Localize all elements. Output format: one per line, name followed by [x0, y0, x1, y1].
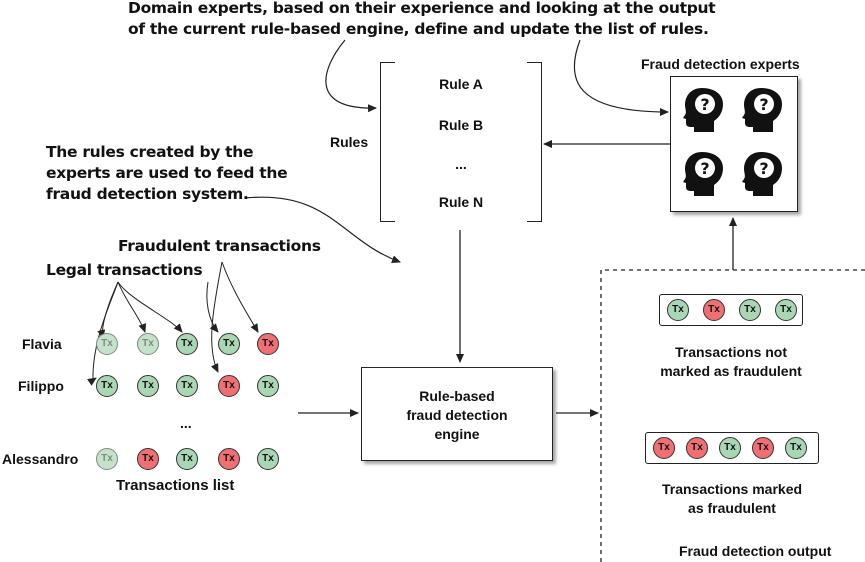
user-name-filippo: Filippo — [18, 378, 64, 394]
annotation-domain-experts-line2: of the current rule-based engine, define… — [128, 20, 709, 38]
legal-tx-icon: Tx — [739, 299, 761, 321]
annotation-rules-feed-line1: The rules created by the — [46, 143, 254, 161]
experts-box: ? ? ? ? — [670, 76, 798, 212]
svg-text:?: ? — [700, 159, 709, 178]
legal-tx-icon: Tx — [96, 448, 118, 470]
legal-tx-icon: Tx — [96, 333, 118, 355]
experts-title: Fraud detection experts — [641, 56, 800, 72]
rules-label: Rules — [330, 134, 369, 150]
legal-tx-icon: Tx — [176, 448, 198, 470]
annotation-rules-feed-line2: experts are used to feed the — [46, 164, 288, 182]
fraudulent-tx-icon: Tx — [752, 437, 774, 459]
transactions-ellipsis: ... — [180, 415, 192, 431]
fraud-label-line1: Transactions marked — [661, 481, 803, 497]
annotation-curve-to-experts — [573, 39, 669, 116]
output-region-border — [600, 269, 865, 562]
annotation-legal-transactions: Legal transactions — [46, 261, 203, 279]
head-question-icon: ? — [741, 149, 785, 197]
user-name-flavia: Flavia — [22, 336, 62, 352]
fraudulent-tx-icon: Tx — [218, 375, 240, 397]
svg-text:?: ? — [759, 159, 768, 178]
svg-text:?: ? — [759, 95, 768, 114]
engine-label-line3: engine — [434, 426, 480, 442]
legal-tx-icon: Tx — [137, 333, 159, 355]
annotation-curve-to-rules — [325, 39, 377, 113]
legal-tx-icon: Tx — [218, 333, 240, 355]
engine-label-line1: Rule-based — [419, 388, 495, 404]
fraudulent-tx-icon: Tx — [653, 437, 675, 459]
not-fraud-tx-box: Tx Tx Tx Tx — [659, 294, 803, 326]
fraudulent-tx-icon: Tx — [703, 299, 725, 321]
fraudulent-tx-icon: Tx — [257, 333, 279, 355]
legal-tx-icon: Tx — [257, 448, 279, 470]
rule-item: Rule N — [438, 194, 484, 210]
rules-list: Rule A Rule B ... Rule N — [380, 62, 542, 222]
legal-tx-icon: Tx — [719, 437, 741, 459]
legal-tx-icon: Tx — [137, 375, 159, 397]
legal-tx-icon: Tx — [257, 375, 279, 397]
not-fraud-label-line2: marked as fraudulent — [660, 363, 802, 379]
rule-item: ... — [455, 156, 467, 172]
transactions-list-label: Transactions list — [116, 477, 235, 494]
fraud-tx-box: Tx Tx Tx Tx Tx — [645, 432, 819, 464]
head-question-icon: ? — [682, 149, 726, 197]
rule-item: Rule B — [438, 117, 484, 133]
engine-label-line2: fraud detection — [406, 407, 508, 423]
annotation-curve-to-engine — [244, 196, 401, 263]
svg-text:?: ? — [700, 95, 709, 114]
fraudulent-tx-icon: Tx — [218, 448, 240, 470]
fraudulent-tx-icon: Tx — [686, 437, 708, 459]
annotation-fraudulent-transactions: Fraudulent transactions — [118, 237, 321, 255]
rule-item: Rule A — [439, 76, 483, 92]
head-question-icon: ? — [741, 85, 785, 133]
legal-tx-icon: Tx — [785, 437, 807, 459]
legal-tx-icon: Tx — [96, 375, 118, 397]
fraudulent-tx-icon: Tx — [137, 448, 159, 470]
annotation-rules-feed-line3: fraud detection system. — [46, 185, 249, 203]
legal-tx-icon: Tx — [176, 333, 198, 355]
annotation-domain-experts-line1: Domain experts, based on their experienc… — [128, 0, 716, 17]
legal-tx-icon: Tx — [667, 299, 689, 321]
legal-tx-icon: Tx — [775, 299, 797, 321]
legal-tx-icon: Tx — [176, 375, 198, 397]
not-fraud-label-line1: Transactions not — [674, 344, 788, 360]
head-question-icon: ? — [682, 85, 726, 133]
output-title: Fraud detection output — [679, 543, 832, 559]
user-name-alessandro: Alessandro — [2, 451, 79, 467]
rule-based-engine-box: Rule-based fraud detection engine — [361, 367, 553, 461]
fraud-label-line2: as fraudulent — [688, 500, 776, 516]
